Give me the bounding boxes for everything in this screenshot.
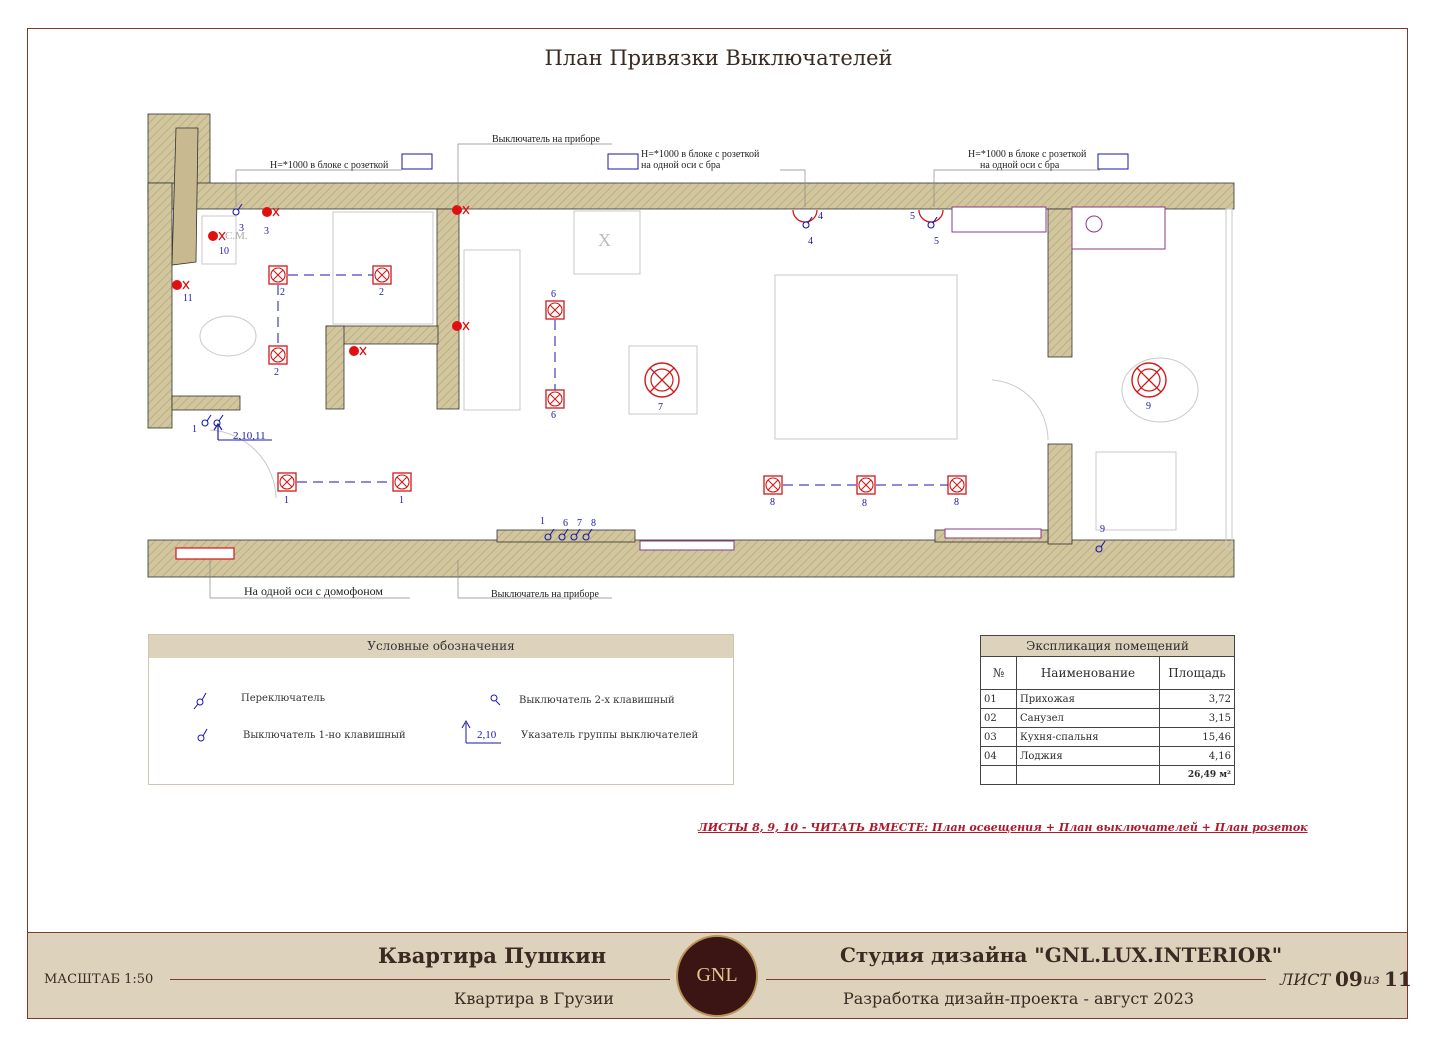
socket-height-note-left: Н=*1000 в блоке с розеткой xyxy=(270,160,389,171)
toggle-switch-icon xyxy=(193,692,207,710)
page-title: План Привязки Выключателей xyxy=(544,46,893,70)
svg-text:5: 5 xyxy=(934,236,939,247)
studio-logo: GNL xyxy=(676,935,758,1017)
svg-text:10: 10 xyxy=(219,246,229,257)
device-switch-note-top: Выключатель на приборе xyxy=(492,134,600,145)
legend: Условные обозначения 2,10 Переключатель … xyxy=(148,634,734,785)
svg-text:7: 7 xyxy=(577,518,582,529)
svg-text:4: 4 xyxy=(818,211,823,222)
socket-height-note-right: Н=*1000 в блоке с розеткой xyxy=(968,149,1087,160)
switch-group-pointer-icon xyxy=(461,719,501,744)
svg-text:5: 5 xyxy=(910,211,915,222)
legend-header: Условные обозначения xyxy=(149,635,733,658)
kitchen-units xyxy=(175,206,1166,560)
double-switch-icon xyxy=(490,694,501,706)
table-total-row: 26,49 м² xyxy=(980,765,1235,785)
sheet-label: ЛИСТ xyxy=(1280,970,1331,989)
sconce-axis-note-right: на одной оси с бра xyxy=(980,160,1060,171)
explication-title: Экспликация помещений xyxy=(980,635,1235,657)
svg-text:X: X xyxy=(598,230,611,250)
svg-text:2: 2 xyxy=(274,367,279,378)
svg-text:8: 8 xyxy=(862,498,867,509)
svg-text:8: 8 xyxy=(954,497,959,508)
svg-text:9: 9 xyxy=(1146,401,1151,412)
single-switch-icon xyxy=(197,728,208,742)
col-name: Наименование xyxy=(1016,656,1160,690)
studio-name: Студия дизайна "GNL.LUX.INTERIOR" xyxy=(840,943,1283,967)
room-explication-table: Экспликация помещений № Наименование Пло… xyxy=(980,635,1235,785)
svg-text:7: 7 xyxy=(658,402,663,413)
svg-text:9: 9 xyxy=(1100,524,1105,535)
col-no: № xyxy=(980,656,1017,690)
legend-single-label: Выключатель 1-но клавишный xyxy=(243,730,406,741)
svg-text:6: 6 xyxy=(551,289,556,300)
project-subtitle: Квартира в Грузии xyxy=(454,989,614,1008)
sheet-total: 11 xyxy=(1384,967,1412,991)
sheet-number: 09 xyxy=(1335,967,1363,991)
legend-group-label: Указатель группы выключателей xyxy=(521,730,699,741)
col-area: Площадь xyxy=(1159,656,1235,690)
furniture xyxy=(199,208,1233,550)
intercom-note: На одной оси с домофоном xyxy=(244,584,383,598)
walls xyxy=(147,113,1235,578)
svg-text:2: 2 xyxy=(379,287,384,298)
project-name: Квартира Пушкин xyxy=(378,943,607,968)
svg-text:1: 1 xyxy=(540,516,545,527)
legend-symbols: 2,10 xyxy=(193,692,501,744)
sconce-axis-note-mid: на одной оси с бра xyxy=(641,160,721,171)
annotations xyxy=(209,143,1100,599)
plan-numbers: 2 2 2 3 3 10 11 6 6 7 9 1 1 8 8 8 4 4 5 … xyxy=(183,211,1151,535)
title-block: МАСШТАБ 1:50 Квартира Пушкин Квартира в … xyxy=(27,932,1412,1019)
of-label: из xyxy=(1363,972,1380,988)
svg-text:8: 8 xyxy=(770,497,775,508)
switch-group-label: 2,10,11 xyxy=(233,430,266,442)
development-date: Разработка дизайн-проекта - август 2023 xyxy=(843,989,1195,1008)
svg-text:8: 8 xyxy=(591,518,596,529)
svg-text:3: 3 xyxy=(264,226,269,237)
washing-machine-label: С.М. xyxy=(225,230,248,242)
read-together-note: ЛИСТЫ 8, 9, 10 - ЧИТАТЬ ВМЕСТЕ: План осв… xyxy=(698,821,1308,834)
scale-label: МАСШТАБ 1:50 xyxy=(44,972,154,987)
device-switch-note-bottom: Выключатель на приборе xyxy=(491,589,599,600)
svg-text:2,10: 2,10 xyxy=(477,729,497,741)
svg-text:6: 6 xyxy=(563,518,568,529)
svg-text:3: 3 xyxy=(239,223,244,234)
svg-text:1: 1 xyxy=(399,495,404,506)
svg-text:2: 2 xyxy=(280,287,285,298)
svg-text:11: 11 xyxy=(183,293,193,304)
svg-text:1: 1 xyxy=(284,495,289,506)
ceiling-lights xyxy=(268,209,1167,495)
socket-height-note-mid: Н=*1000 в блоке с розеткой xyxy=(641,149,760,160)
svg-text:4: 4 xyxy=(808,236,813,247)
svg-text:6: 6 xyxy=(551,410,556,421)
legend-toggle-label: Переключатель xyxy=(241,693,326,704)
svg-text:1: 1 xyxy=(192,424,197,435)
legend-double-label: Выключатель 2-х клавишный xyxy=(519,695,675,706)
switches xyxy=(201,203,1106,553)
